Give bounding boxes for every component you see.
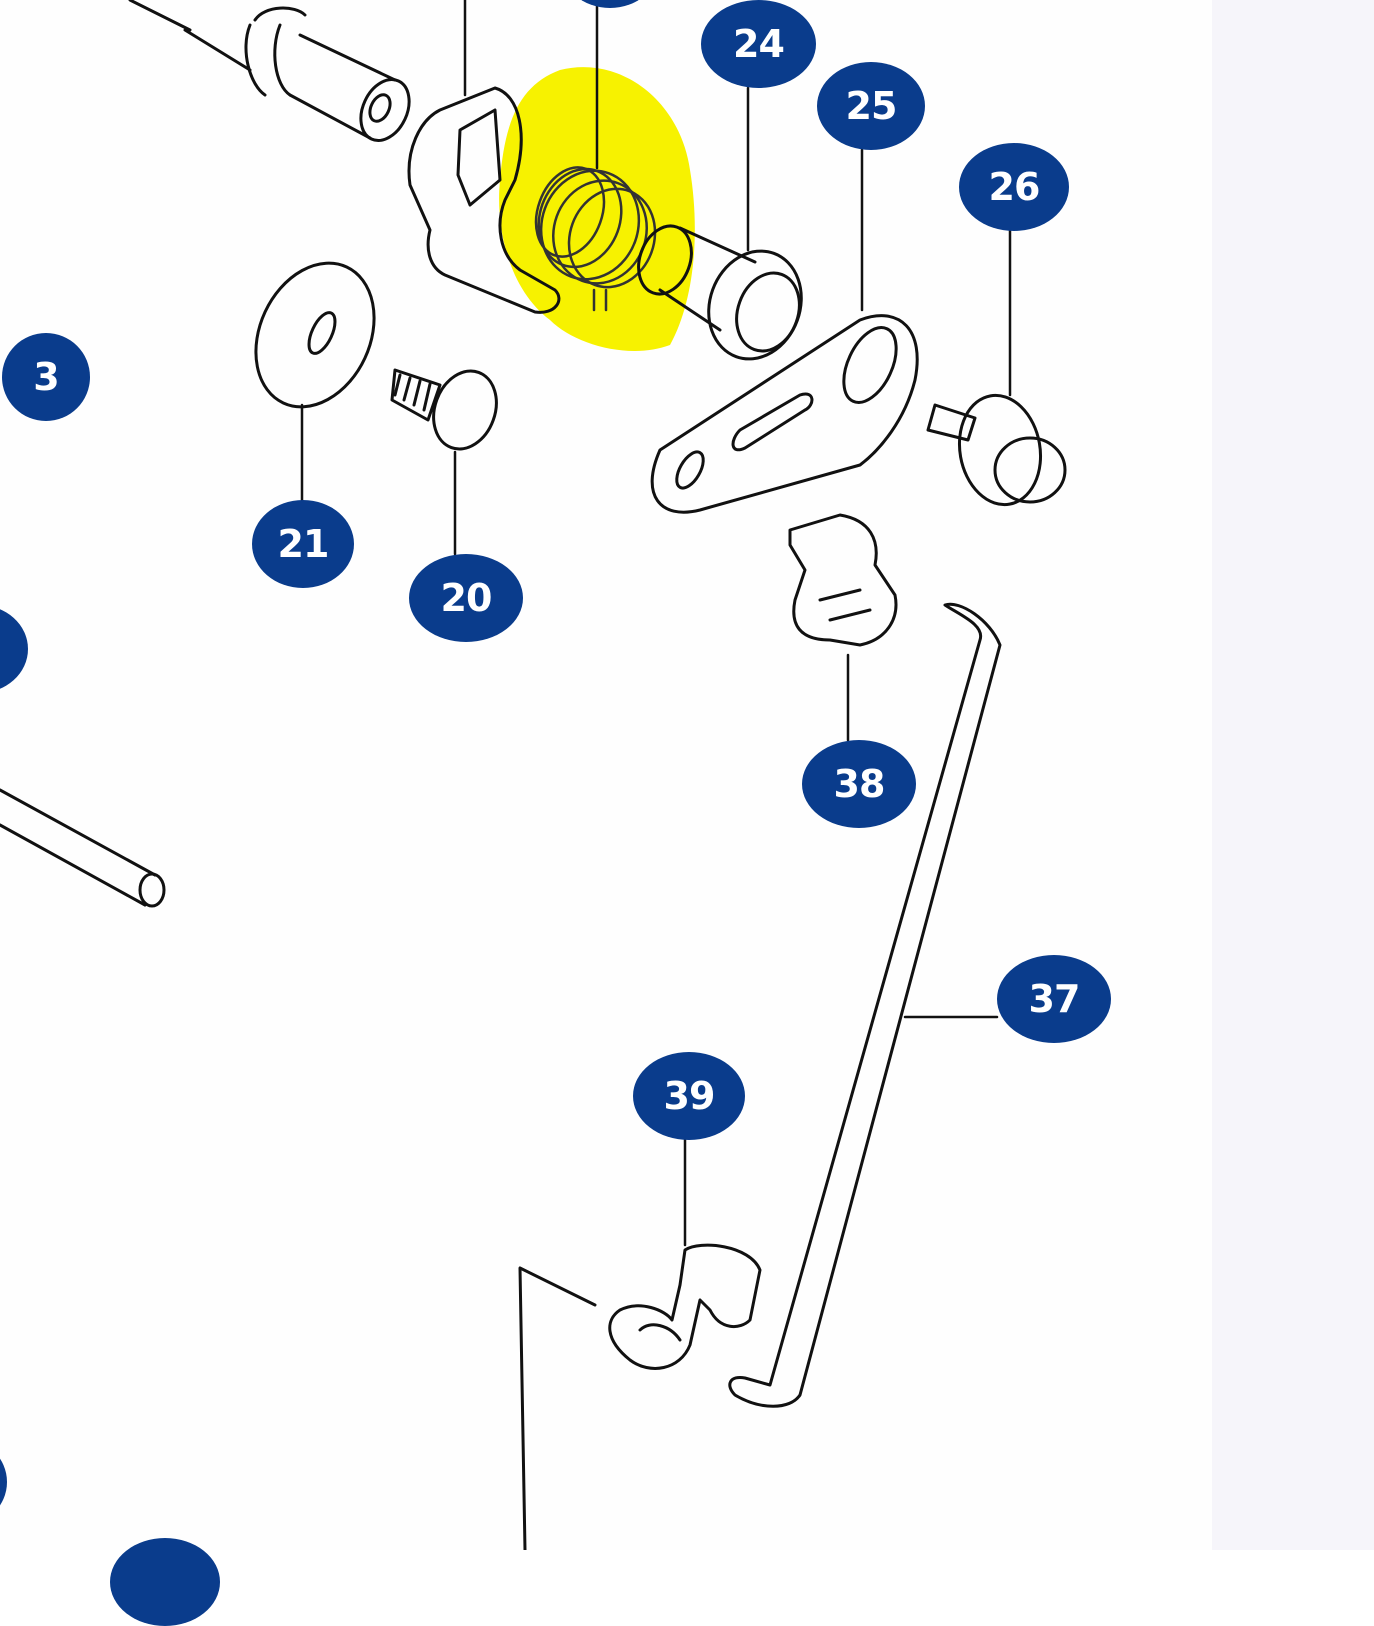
- callout-38[interactable]: 38: [802, 740, 916, 828]
- callout-left-partial-2[interactable]: [0, 1438, 7, 1526]
- shaft-part: [128, 0, 411, 142]
- frame-line: [518, 1266, 597, 1550]
- bracket-part: [407, 86, 561, 314]
- parts-line-art: [0, 0, 1067, 1550]
- screw-part: [390, 368, 498, 451]
- callout-top-partial[interactable]: [560, 0, 660, 8]
- highlight-blob: [499, 67, 695, 351]
- lever-plate-part: [650, 314, 919, 514]
- clip-39-part: [608, 1243, 762, 1370]
- bushing-part: [637, 224, 803, 361]
- stud-screw-part: [926, 393, 1067, 507]
- rod-part: [728, 602, 1002, 1408]
- callout-25[interactable]: 25: [817, 62, 925, 150]
- clip-part: [788, 513, 898, 647]
- washer-part: [254, 261, 376, 409]
- callout-26[interactable]: 26: [959, 143, 1069, 231]
- side-panel-background: [1212, 0, 1374, 1550]
- callout-21[interactable]: 21: [252, 500, 354, 588]
- diagram-canvas: 3 20 21 24 25 26 37 38 39: [0, 0, 1111, 1626]
- callout-3[interactable]: 3: [2, 333, 90, 421]
- callout-37[interactable]: 37: [997, 955, 1111, 1043]
- callout-24[interactable]: 24: [701, 0, 816, 88]
- left-rod-part: [0, 788, 166, 908]
- callout-39[interactable]: 39: [633, 1052, 745, 1140]
- callout-20[interactable]: 20: [409, 554, 523, 642]
- callout-bottom-partial[interactable]: [110, 1538, 220, 1626]
